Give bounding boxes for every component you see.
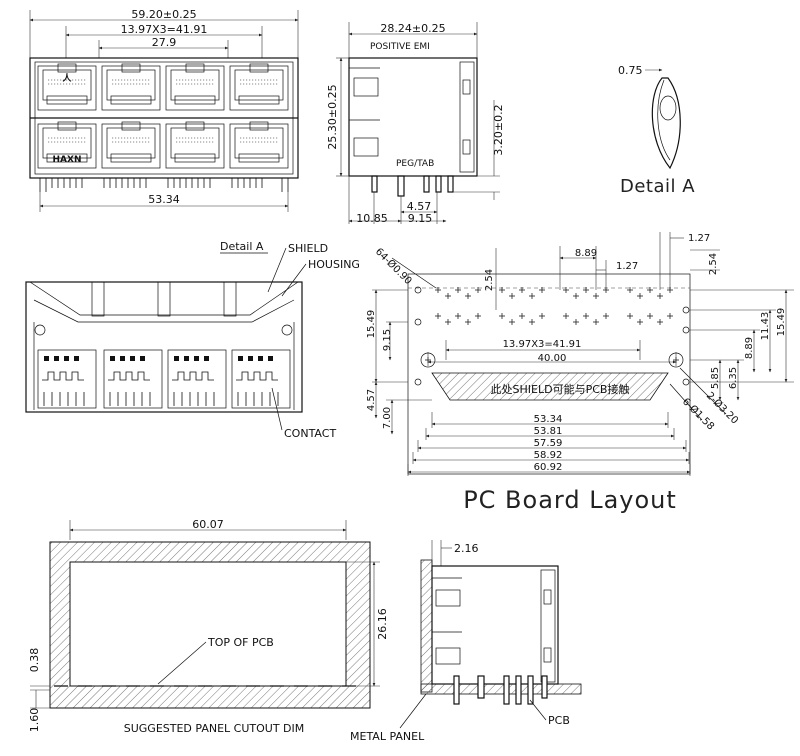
pcb-pitch-total: 13.97X3=41.91 bbox=[503, 339, 582, 350]
cutout-width-dim: 60.07 bbox=[192, 518, 224, 531]
pcb-holes-label: 64-Ø0.90 bbox=[373, 246, 414, 287]
section-detail-label: Detail A bbox=[220, 240, 264, 253]
side-offset-1-dim: 4.57 bbox=[407, 200, 432, 213]
side-pin-length-dim: 3.20±0.2 bbox=[492, 104, 505, 155]
side-view: 28.24±0.25 POSITIVE EMI 25.30±0.25 PEG/T… bbox=[326, 22, 505, 225]
pcb-shield-note: 此处SHIELD可能与PCB接触 bbox=[491, 382, 630, 396]
housing-label: HOUSING bbox=[308, 258, 360, 271]
pcb-left-457: 4.57 bbox=[366, 389, 377, 411]
side-offset-3-dim: 9.15 bbox=[408, 212, 433, 225]
pcb-layout: 此处SHIELD可能与PCB接触 64-Ø0.90 2.54 8.89 bbox=[366, 232, 794, 514]
front-logo-bottom: HAXN bbox=[53, 155, 82, 165]
pcb-right-585: 5.85 bbox=[710, 367, 721, 389]
pcb-left-700: 7.00 bbox=[382, 407, 393, 429]
cutout-bottom-offset: 1.60 bbox=[28, 708, 41, 733]
pcb-right-1549: 15.49 bbox=[776, 308, 787, 337]
top-of-pcb-label: TOP OF PCB bbox=[207, 636, 274, 649]
cutout-top-offset: 0.38 bbox=[28, 648, 41, 673]
pcb-w-6092: 60.92 bbox=[534, 462, 563, 473]
front-pin-span-dim: 53.34 bbox=[148, 193, 180, 206]
front-logo-top: 人 bbox=[61, 72, 72, 84]
metal-panel-label: METAL PANEL bbox=[350, 730, 425, 743]
front-inner-span-dim: 27.9 bbox=[152, 36, 177, 49]
pcb-pitch-254-top: 2.54 bbox=[484, 269, 495, 291]
panel-cutout: 60.07 26.16 0.38 1.60 TOP OF PCB SUGGEST… bbox=[28, 518, 389, 735]
pcb-hole-pattern bbox=[434, 286, 674, 326]
pcb-right-889: 8.89 bbox=[744, 337, 755, 359]
pcb-left-1549: 15.49 bbox=[366, 310, 377, 339]
panel-thickness-dim: 2.16 bbox=[454, 542, 479, 555]
shield-label: SHIELD bbox=[288, 242, 328, 255]
pcb-w-5892: 58.92 bbox=[534, 450, 563, 461]
pcb-pitch-889: 8.89 bbox=[575, 248, 597, 259]
front-overall-width-dim: 59.20±0.25 bbox=[131, 8, 196, 21]
detail-a: 0.75 Detail A bbox=[618, 64, 695, 197]
side-peg-tab-label: PEG/TAB bbox=[396, 159, 434, 169]
panel-side-view: 2.16 METAL PANEL PCB bbox=[350, 540, 582, 743]
pcb-layout-title: PC Board Layout bbox=[463, 486, 677, 514]
pcb-left-915: 9.15 bbox=[382, 329, 393, 351]
side-positive-emi-label: POSITIVE EMI bbox=[370, 42, 430, 52]
pcb-pitch-127-top: 1.27 bbox=[688, 233, 710, 244]
cutout-caption: SUGGESTED PANEL CUTOUT DIM bbox=[124, 722, 305, 735]
pcb-w-5381: 53.81 bbox=[534, 426, 563, 437]
side-height-dim: 25.30±0.25 bbox=[326, 84, 339, 149]
pcb-pitch-127-mid: 1.27 bbox=[616, 261, 638, 272]
detail-title: Detail A bbox=[620, 176, 695, 197]
pcb-pitch-254-right: 2.54 bbox=[708, 253, 719, 275]
detail-dim: 0.75 bbox=[618, 64, 643, 77]
pcb-w-5759: 57.59 bbox=[534, 438, 563, 449]
side-depth-dim: 28.24±0.25 bbox=[380, 22, 445, 35]
contact-label: CONTACT bbox=[284, 427, 336, 440]
front-port-pitch-dim: 13.97X3=41.91 bbox=[121, 23, 208, 36]
front-view: 59.20±0.25 13.97X3=41.91 27.9 人 HAXN bbox=[29, 8, 299, 212]
pcb-label: PCB bbox=[548, 714, 570, 727]
section-view: Detail A SHIELD HOUSING bbox=[25, 240, 360, 440]
side-offset-2-dim: 10.85 bbox=[356, 212, 388, 225]
pcb-span-4000: 40.00 bbox=[538, 353, 567, 364]
pcb-w-5334: 53.34 bbox=[534, 414, 563, 425]
pcb-right-635: 6.35 bbox=[728, 367, 739, 389]
pcb-right-1143: 11.43 bbox=[760, 312, 771, 341]
cutout-height-dim: 26.16 bbox=[376, 608, 389, 640]
